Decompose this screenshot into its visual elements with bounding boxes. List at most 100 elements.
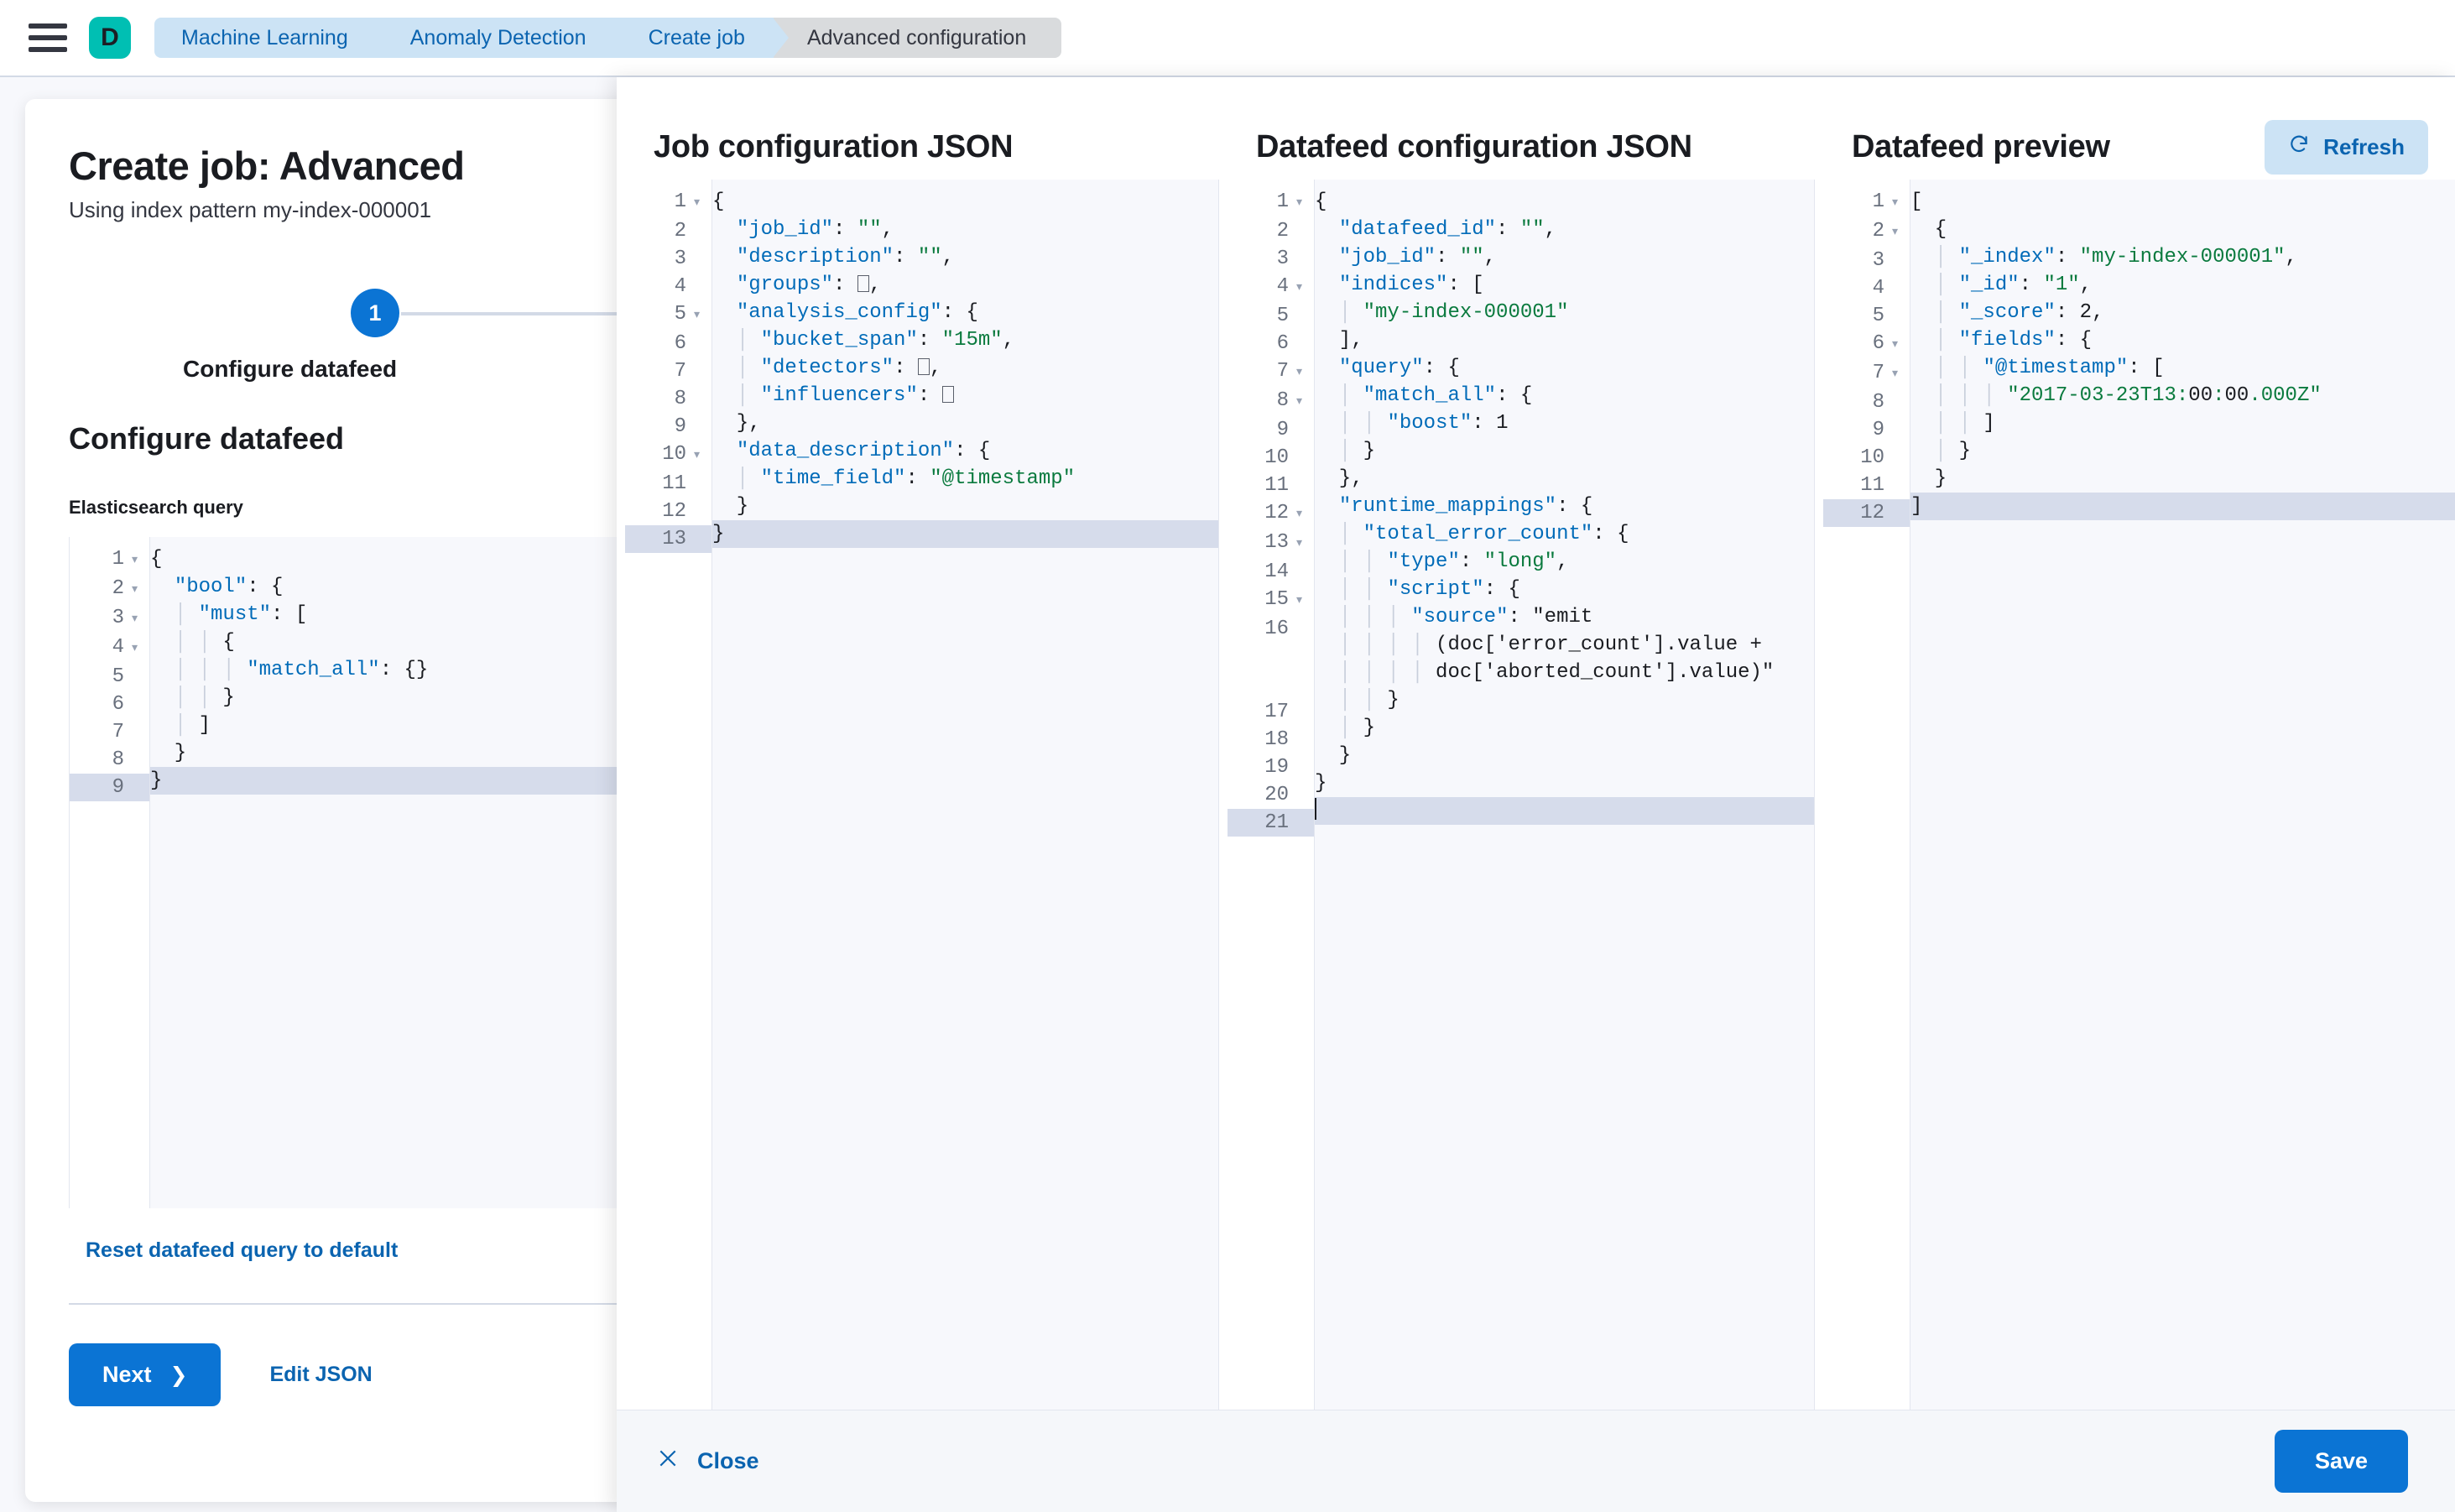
datafeed-preview-code[interactable]: [ { │ "_index": "my-index-000001", │ "_i…	[1910, 180, 2455, 1410]
code-line[interactable]: {	[1910, 218, 1947, 241]
code-line[interactable]: "datafeed_id": "",	[1338, 218, 1557, 241]
code-line[interactable]: │ "must": [	[174, 603, 308, 626]
code-line[interactable]: }	[1910, 467, 1947, 490]
chevron-right-icon: ❯	[169, 1363, 188, 1387]
code-line[interactable]: }	[150, 742, 187, 764]
code-line[interactable]: │ }	[1338, 717, 1376, 739]
code-line[interactable]: "job_id": "",	[1338, 246, 1497, 269]
code-line[interactable]: }	[712, 495, 749, 518]
code-line[interactable]: "groups": ,	[736, 274, 882, 296]
code-line[interactable]	[1315, 797, 1814, 825]
code-line[interactable]: "bool": {	[174, 576, 284, 598]
code-line[interactable]: {	[150, 548, 163, 571]
line-number: 7	[674, 360, 686, 383]
code-line[interactable]: },	[712, 412, 761, 435]
breadcrumb-item-anomaly-detection[interactable]: Anomaly Detection	[376, 18, 630, 58]
code-line[interactable]: │ │ │ "source": "emit	[1338, 606, 1593, 628]
datafeed-preview-title: Datafeed preview	[1852, 128, 2110, 164]
reset-datafeed-query-link[interactable]: Reset datafeed query to default	[86, 1238, 399, 1262]
code-line[interactable]: │ │ ]	[1934, 412, 1995, 435]
edit-json-link[interactable]: Edit JSON	[269, 1363, 373, 1386]
code-line[interactable]: │ "_id": "1",	[1934, 274, 2093, 296]
next-button[interactable]: Next ❯	[69, 1343, 222, 1406]
code-line[interactable]: │ "detectors": ,	[736, 357, 942, 379]
code-line[interactable]: │ │ "script": {	[1338, 578, 1520, 601]
code-line[interactable]: │ "match_all": {	[1338, 384, 1533, 407]
line-number: 12	[662, 500, 686, 523]
code-line[interactable]: "query": {	[1338, 357, 1460, 379]
code-line[interactable]: │ "total_error_count": {	[1338, 523, 1629, 545]
breadcrumb-item-create-job[interactable]: Create job	[614, 18, 790, 58]
code-line[interactable]: "description": "",	[736, 246, 955, 269]
code-line[interactable]: │ │ "boost": 1	[1338, 412, 1509, 435]
datafeed-configuration-json-code[interactable]: { "datafeed_id": "", "job_id": "", "indi…	[1315, 180, 1814, 1410]
code-line[interactable]: │ │ "type": "long",	[1338, 550, 1569, 573]
close-x-icon	[657, 1447, 679, 1475]
code-line[interactable]: │ │ {	[174, 631, 235, 654]
code-line[interactable]: │ │ │ │ (doc['error_count'].value +	[1338, 633, 1762, 656]
code-line[interactable]: │ │ │ "match_all": {}	[174, 659, 429, 681]
breadcrumb-item-machine-learning[interactable]: Machine Learning	[154, 18, 392, 58]
line-number: 16	[1264, 618, 1289, 640]
code-line[interactable]: "analysis_config": {	[736, 301, 978, 324]
line-number: 8	[112, 748, 124, 771]
code-line[interactable]: │ "time_field": "@timestamp"	[736, 467, 1076, 490]
code-line[interactable]: │ "influencers":	[712, 382, 1218, 409]
line-number: 2	[1276, 220, 1289, 242]
refresh-button-label: Refresh	[2323, 133, 2405, 159]
code-line[interactable]: ]	[1910, 493, 2455, 520]
code-line[interactable]: │ ]	[174, 714, 211, 737]
code-line[interactable]: │ │ "@timestamp": [	[1934, 357, 2165, 379]
code-line[interactable]: {	[712, 190, 725, 213]
code-line[interactable]: "job_id": "",	[736, 218, 894, 241]
code-line[interactable]: ],	[1315, 329, 1363, 352]
code-line[interactable]: │ "_score": 2,	[1934, 301, 2104, 324]
code-line[interactable]: }	[150, 767, 673, 795]
code-line[interactable]: │ │ }	[1338, 689, 1400, 712]
code-line[interactable]: }	[1315, 772, 1327, 795]
code-line[interactable]: │ "fields": {	[1934, 329, 2093, 352]
stepper-step-1-circle[interactable]: 1	[351, 289, 399, 337]
refresh-button[interactable]: Refresh	[2265, 119, 2428, 175]
elasticsearch-query-label: Elasticsearch query	[69, 497, 243, 518]
line-number: 13▾	[1264, 531, 1304, 554]
refresh-icon	[2288, 133, 2310, 161]
code-line[interactable]: }	[1315, 744, 1352, 767]
code-line[interactable]: "indices": [	[1338, 274, 1484, 296]
code-line[interactable]: │ "_index": "my-index-000001",	[1934, 246, 2297, 269]
line-number: 8	[1872, 391, 1884, 414]
code-line[interactable]: │ │ │ "2017-03-23T13:00:00.000Z"	[1934, 384, 2322, 407]
line-number: 8▾	[1276, 389, 1304, 412]
line-number: 1▾	[112, 548, 139, 571]
line-number: 6	[1276, 332, 1289, 355]
code-line[interactable]: │ }	[1338, 440, 1376, 462]
code-line[interactable]: │ "my-index-000001"	[1338, 301, 1569, 324]
es-query-code[interactable]: { "bool": { │ "must": [ │ │ { │ │ │ "mat…	[150, 537, 673, 1208]
code-line[interactable]: │ │ }	[174, 686, 235, 709]
job-configuration-json-code[interactable]: { "job_id": "", "description": "", "grou…	[712, 180, 1218, 1410]
code-line[interactable]: }	[712, 520, 1218, 548]
code-line[interactable]: },	[1315, 467, 1363, 490]
close-button[interactable]: Close	[657, 1447, 759, 1475]
deployment-logo[interactable]: D	[89, 17, 131, 59]
code-line[interactable]: "data_description": {	[736, 440, 991, 462]
close-button-label: Close	[697, 1448, 759, 1473]
code-line[interactable]: │ "bucket_span": "15m",	[736, 329, 1015, 352]
save-button[interactable]: Save	[2274, 1430, 2408, 1493]
hamburger-menu-icon[interactable]	[29, 23, 67, 52]
line-number: 10	[1264, 446, 1289, 469]
breadcrumb-item-advanced-configuration: Advanced configuration	[773, 18, 1062, 58]
line-number: 9	[70, 774, 149, 801]
code-line[interactable]: {	[1315, 190, 1327, 213]
code-line[interactable]: │ │ │ │ doc['aborted_count'].value)"	[1338, 661, 1775, 684]
code-line[interactable]: │ }	[1934, 440, 1972, 462]
code-line[interactable]: [	[1910, 190, 1923, 213]
code-line[interactable]: "runtime_mappings": {	[1338, 495, 1593, 518]
line-number: 13	[625, 525, 711, 553]
